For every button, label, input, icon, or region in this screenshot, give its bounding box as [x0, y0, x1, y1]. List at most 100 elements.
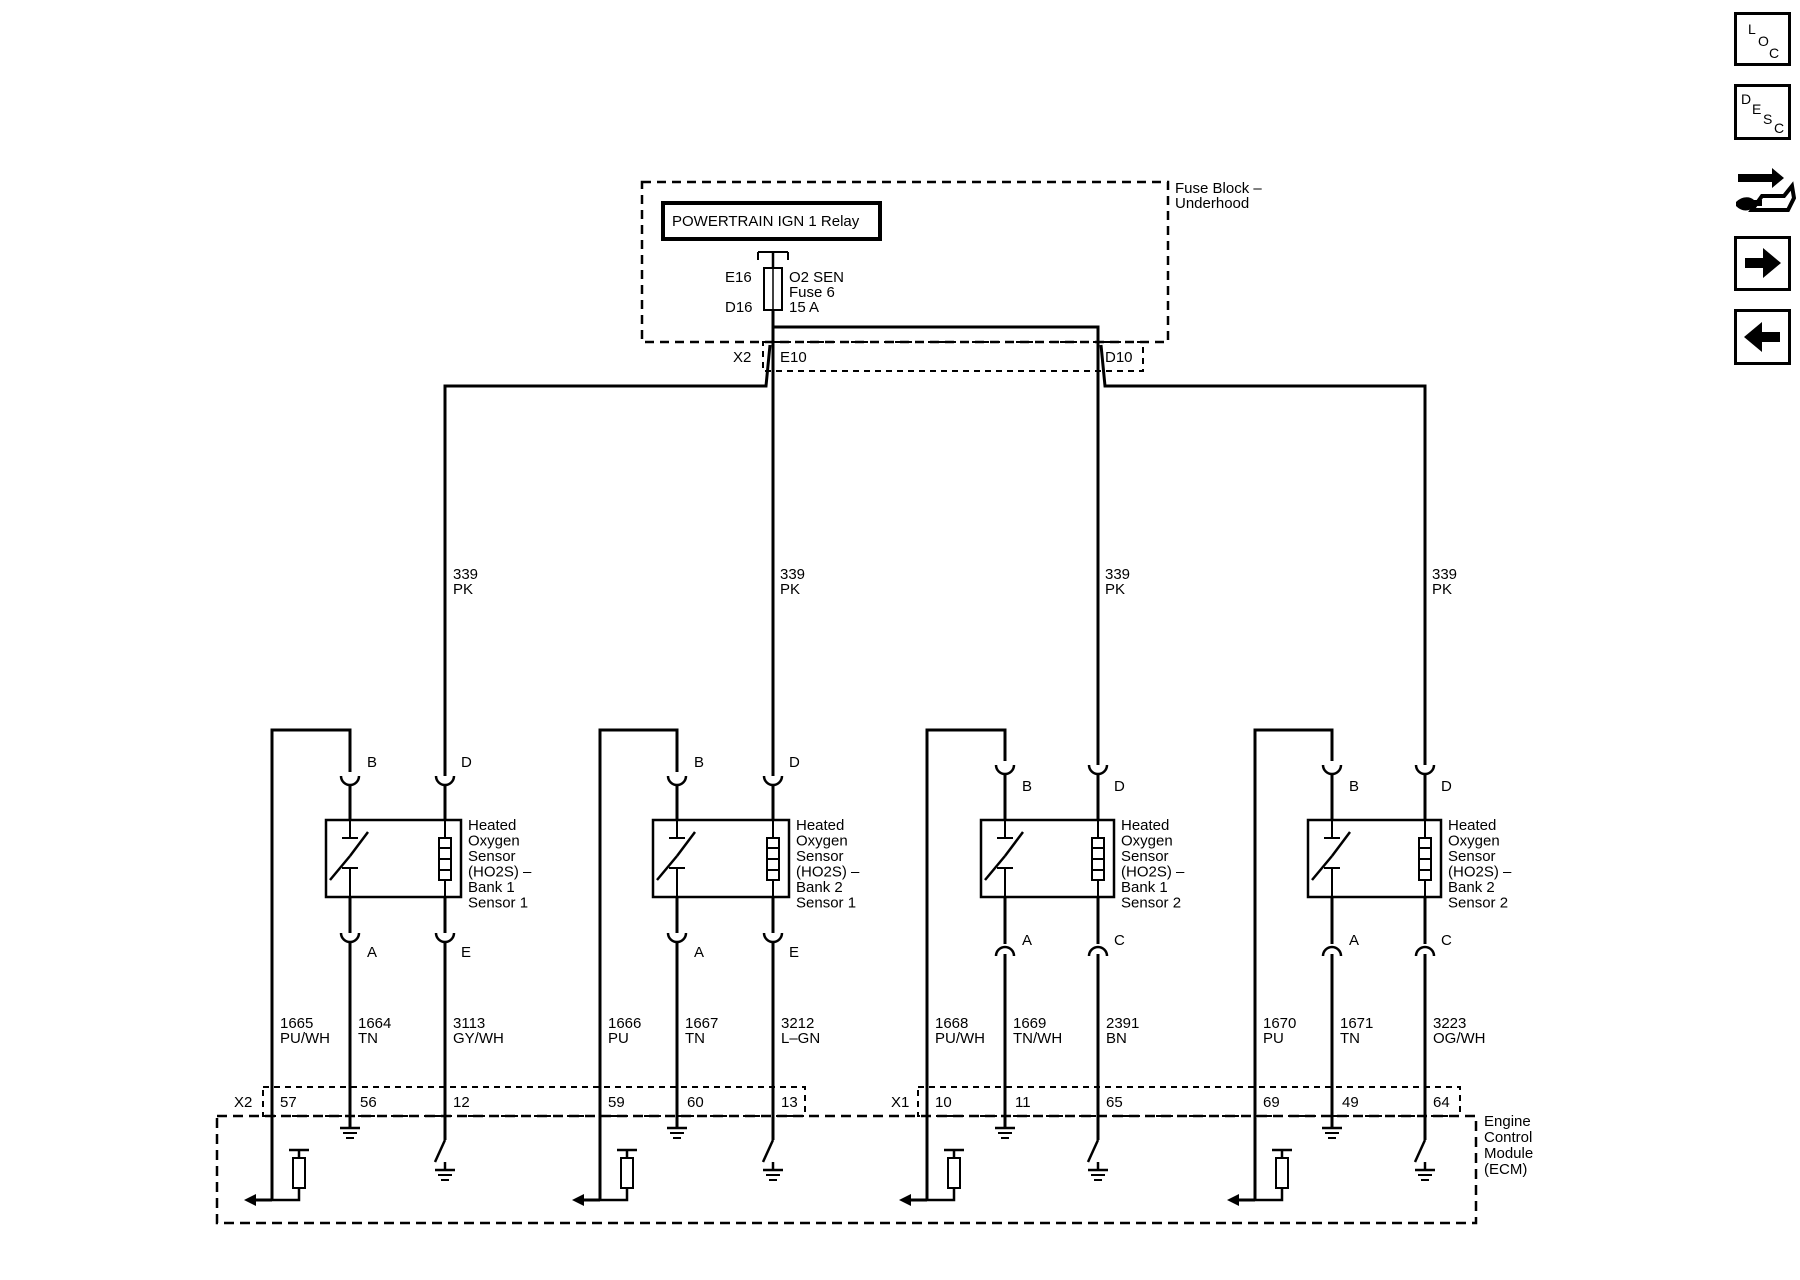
- fuse-pin-bottom: D16: [725, 299, 753, 316]
- description-button[interactable]: D E S C: [1734, 84, 1791, 140]
- arrow-icon: [899, 1194, 911, 1206]
- sensor-name: Sensor: [796, 848, 844, 865]
- oxygen-sensor-box: [651, 818, 791, 899]
- wire-label: OG/WH: [1433, 1030, 1486, 1047]
- wire-label: 1671: [1340, 1015, 1373, 1032]
- connector-label: X2: [733, 349, 751, 366]
- wire-label: PK: [453, 581, 473, 598]
- sensor-element: [349, 831, 369, 857]
- pin-label: E: [461, 944, 471, 961]
- ecm-pin-number: 60: [687, 1094, 704, 1111]
- pin-label: B: [1349, 778, 1359, 795]
- diagnostic-tool-button[interactable]: [1732, 158, 1796, 218]
- ecm-pin-number: 65: [1106, 1094, 1123, 1111]
- wire-label: 339: [453, 566, 478, 583]
- wire-label: 339: [1432, 566, 1457, 583]
- sensor-name: Sensor 2: [1121, 895, 1181, 912]
- arrow-icon: [1227, 1194, 1239, 1206]
- ecm-pin-number: 12: [453, 1094, 470, 1111]
- sensor-element: [676, 831, 696, 857]
- connector-terminal: [1414, 945, 1436, 957]
- pin-e10: E10: [780, 349, 807, 366]
- relay-label: POWERTRAIN IGN 1 Relay: [672, 213, 860, 230]
- wire-label: PK: [1432, 581, 1452, 598]
- sensor-name: Heated: [468, 817, 516, 834]
- pin-label: A: [694, 944, 704, 961]
- sensor-name: (HO2S) –: [1448, 864, 1512, 881]
- svg-text:L: L: [1748, 21, 1756, 37]
- sensor-name: (HO2S) –: [796, 864, 860, 881]
- sensor-name: Heated: [1121, 817, 1169, 834]
- sensor-element: [656, 855, 678, 881]
- ecm-x2-connector: [262, 1086, 806, 1117]
- connector-terminal: [434, 775, 456, 787]
- connector-terminal: [1087, 764, 1109, 776]
- svg-text:C: C: [1769, 45, 1779, 61]
- fuse-name: Fuse 6: [789, 284, 835, 301]
- fuse-block-outline: [640, 180, 1170, 344]
- wire-label: 1666: [608, 1015, 641, 1032]
- sensor-element: [1311, 855, 1333, 881]
- location-button[interactable]: L O C: [1734, 12, 1791, 66]
- connector-terminal: [994, 764, 1016, 776]
- ecm-label: (ECM): [1484, 1161, 1527, 1178]
- supply-wire: [443, 344, 772, 760]
- wire-label: PK: [780, 581, 800, 598]
- wire-label: PU/WH: [935, 1030, 985, 1047]
- ecm-pin-number: 49: [1342, 1094, 1359, 1111]
- fuse-block-label: Fuse Block –: [1175, 180, 1262, 197]
- signal-high-wire: [1253, 728, 1334, 1200]
- pin-label: C: [1441, 932, 1452, 949]
- sensor-name: Bank 1: [468, 879, 515, 896]
- desc-icon: D E S C: [1741, 91, 1784, 136]
- relay-box: [661, 201, 882, 241]
- connector-terminal: [762, 775, 784, 787]
- sensor-element: [1004, 831, 1024, 857]
- connector-terminal: [434, 932, 456, 944]
- ecm-outline: [215, 1114, 1478, 1225]
- ecm-pin-number: 59: [608, 1094, 625, 1111]
- ecm-connector-label: X1: [891, 1094, 909, 1111]
- next-button[interactable]: [1734, 236, 1791, 291]
- wire-label: TN: [685, 1030, 705, 1047]
- sensor-name: Bank 2: [1448, 879, 1495, 896]
- connector-terminal: [1087, 945, 1109, 957]
- bias-source: [272, 1188, 301, 1202]
- oxygen-sensor-box: [1306, 818, 1443, 899]
- ecm-connector-label: X2: [234, 1094, 252, 1111]
- fuse-block-x2-connector: [762, 341, 1144, 372]
- wire-label: 339: [780, 566, 805, 583]
- sensor-name: Oxygen: [1448, 833, 1500, 850]
- arrow-right-icon: [1745, 248, 1781, 278]
- pin-label: D: [789, 754, 800, 771]
- signal-high-wire: [598, 728, 679, 1200]
- sensor-name: Oxygen: [468, 833, 520, 850]
- previous-button[interactable]: [1734, 309, 1791, 365]
- pin-label: B: [694, 754, 704, 771]
- wire-label: 1669: [1013, 1015, 1046, 1032]
- fuse-pin-top: E16: [725, 269, 752, 286]
- wire-label: PU: [1263, 1030, 1284, 1047]
- sensor-name: Sensor: [468, 848, 516, 865]
- wire-label: TN: [1340, 1030, 1360, 1047]
- wire-label: 2391: [1106, 1015, 1139, 1032]
- ecm-label: Control: [1484, 1129, 1532, 1146]
- ecm-label: Engine: [1484, 1113, 1531, 1130]
- ecm-x1-connector: [917, 1086, 1461, 1117]
- wire-label: 3113: [453, 1015, 485, 1032]
- sensor-element: [984, 855, 1006, 881]
- svg-text:O: O: [1758, 33, 1769, 49]
- supply-wire: [1099, 344, 1427, 760]
- fuse-block-label: Underhood: [1175, 195, 1249, 212]
- wire-label: PU: [608, 1030, 629, 1047]
- pin-label: B: [1022, 778, 1032, 795]
- sensor-name: Heated: [1448, 817, 1496, 834]
- wrench-car-icon: [1736, 168, 1796, 212]
- connector-terminal: [666, 775, 688, 787]
- signal-high-wire: [925, 728, 1007, 1200]
- ecm-pin-number: 56: [360, 1094, 377, 1111]
- resistor-icon: [620, 1157, 634, 1189]
- arrow-left-icon: [1744, 322, 1780, 352]
